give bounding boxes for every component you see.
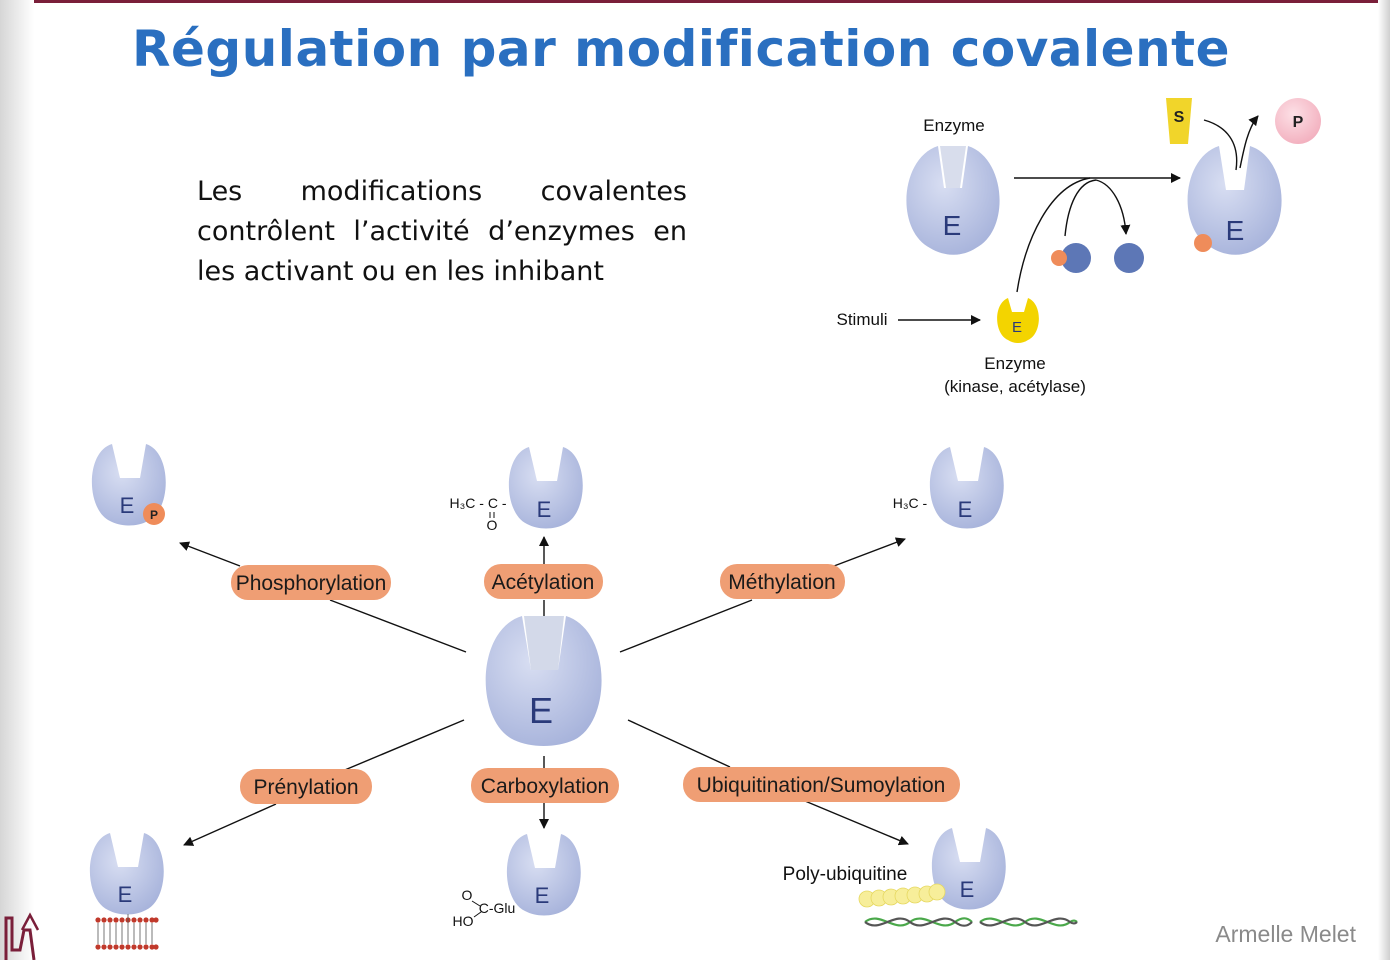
substrate-in-arrow	[1203, 119, 1238, 171]
donor-group-icon	[1114, 243, 1144, 273]
svg-text:S: S	[1174, 109, 1185, 126]
svg-text:E: E	[958, 497, 973, 522]
svg-text:O: O	[487, 517, 498, 533]
ubiquitinated-enzyme-icon: E Poly-ubiquitine	[783, 828, 1078, 927]
pill-carboxylation: Carboxylation	[471, 768, 619, 803]
substrate-icon: S	[1166, 98, 1192, 144]
modifier-enzyme-icon: E	[997, 298, 1039, 343]
dna-helix-icon	[864, 917, 1078, 927]
svg-text:P: P	[150, 508, 158, 522]
svg-text:C-Glu: C-Glu	[479, 900, 516, 916]
pill-methylation: Méthylation	[720, 564, 845, 599]
author-credit: Armelle Melet	[1215, 921, 1356, 947]
ubiquitin-chain-icon	[858, 883, 946, 908]
radial-connectors	[179, 536, 909, 846]
release-curve-left	[1064, 179, 1097, 237]
central-enzyme-icon: E	[485, 616, 602, 746]
svg-text:H₃C -: H₃C -	[893, 495, 928, 511]
right-page-edge	[1378, 0, 1390, 960]
stimuli-label: Stimuli	[836, 310, 887, 329]
svg-text:Carboxylation: Carboxylation	[481, 775, 609, 798]
poly-ubiquitine-label: Poly-ubiquitine	[783, 864, 908, 885]
svg-text:E: E	[118, 882, 133, 907]
central-enzyme-letter: E	[529, 690, 553, 731]
svg-text:E: E	[537, 497, 552, 522]
phosphorylated-enzyme-icon: E P	[91, 444, 166, 526]
enzyme-letter-active: E	[1226, 215, 1245, 246]
svg-text:Phosphorylation: Phosphorylation	[236, 572, 387, 595]
bound-phosphate-icon	[1194, 234, 1212, 252]
product-out-arrow	[1239, 115, 1259, 169]
slide-title: Régulation par modification covalente	[132, 20, 1230, 78]
modifier-enzyme-examples: (kinase, acétylase)	[944, 377, 1086, 396]
pill-prenylation: Prénylation	[240, 769, 372, 804]
membrane-icon	[95, 914, 159, 950]
svg-text:H₃C - C -: H₃C - C -	[449, 495, 506, 511]
pill-acetylation: Acétylation	[484, 564, 603, 599]
release-curve-right	[1095, 179, 1131, 235]
modifier-enzyme-label: Enzyme	[984, 354, 1045, 373]
left-page-edge	[0, 0, 34, 960]
phosphate-dot-icon	[1051, 250, 1067, 266]
svg-text:P: P	[1293, 114, 1304, 131]
intro-text: Les modifications covalentes contrôlent …	[197, 176, 687, 287]
svg-text:E: E	[535, 883, 550, 908]
enzyme-label: Enzyme	[923, 116, 984, 135]
prenylated-enzyme-icon: E	[89, 833, 164, 950]
activation-schema: Enzyme E E S P Stimuli	[836, 98, 1321, 396]
svg-text:Ubiquitination/Sumoylation: Ubiquitination/Sumoylation	[697, 774, 946, 797]
svg-text:Prénylation: Prénylation	[253, 776, 358, 799]
svg-text:E: E	[960, 877, 975, 902]
svg-text:E: E	[1012, 319, 1022, 336]
svg-text:Acétylation: Acétylation	[492, 571, 595, 594]
acetylated-enzyme-icon: E H₃C - C - O	[449, 447, 583, 533]
modified-group-icon	[1061, 243, 1091, 273]
university-logo	[4, 912, 40, 960]
stimulus-curve	[1016, 177, 1091, 293]
top-rule	[0, 0, 1390, 3]
svg-text:E: E	[120, 493, 135, 518]
product-icon: P	[1275, 98, 1321, 144]
carboxylated-enzyme-icon: E O C-Glu HO	[453, 834, 581, 929]
svg-text:Méthylation: Méthylation	[728, 571, 835, 594]
svg-text:HO: HO	[453, 913, 474, 929]
inactive-enzyme-icon: E	[906, 146, 1000, 255]
enzyme-letter: E	[943, 210, 962, 241]
pill-ubiquitination-sumoylation: Ubiquitination/Sumoylation	[683, 767, 960, 802]
methylated-enzyme-icon: E H₃C -	[893, 447, 1004, 529]
svg-text:O: O	[462, 887, 473, 903]
pill-phosphorylation: Phosphorylation	[231, 565, 391, 600]
active-enzyme-icon: E	[1187, 146, 1282, 255]
